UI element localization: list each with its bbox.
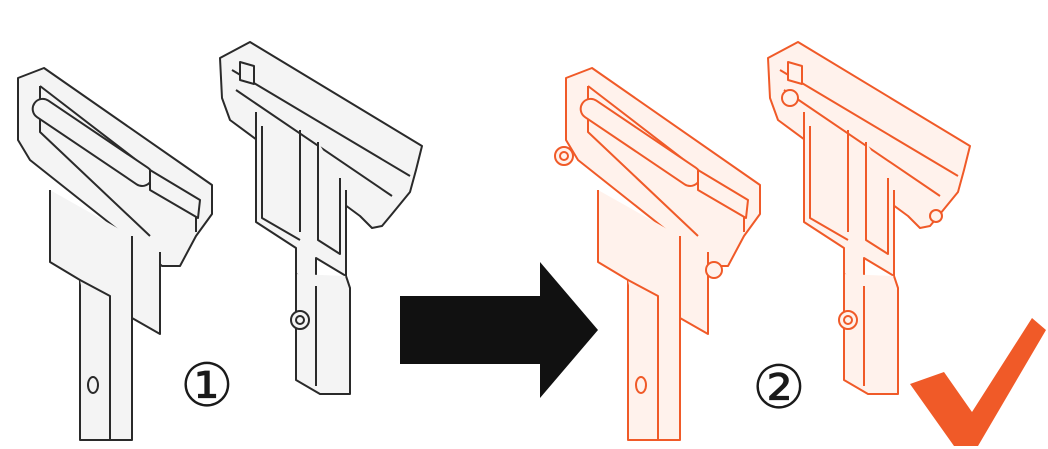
step-1-label: ①	[180, 351, 234, 421]
checkmark-icon	[910, 318, 1046, 446]
bracket-frame-step-2	[767, 41, 971, 395]
step-2-label: ②	[752, 353, 806, 423]
right-arrow-icon	[400, 262, 598, 398]
bracket-frame-step-1	[219, 41, 423, 395]
bracket-front-step-2	[554, 67, 761, 441]
